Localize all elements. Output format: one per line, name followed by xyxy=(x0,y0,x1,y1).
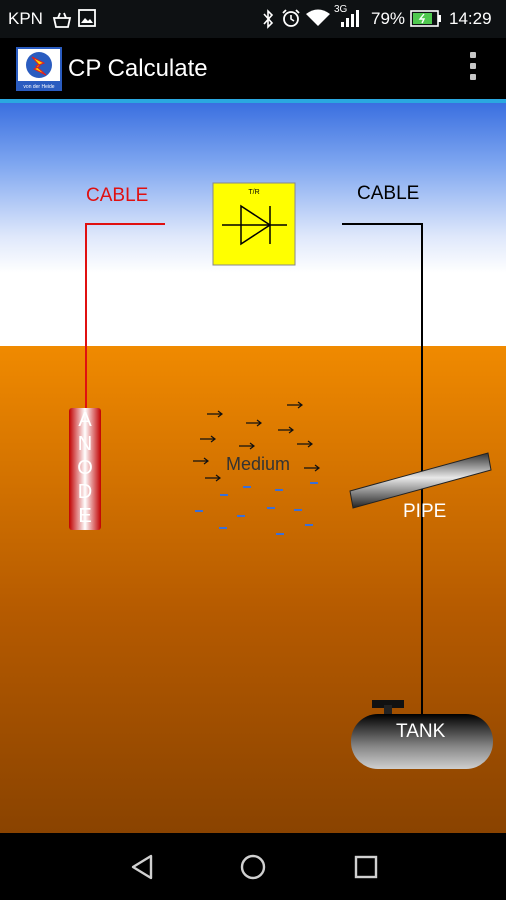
navigation-bar xyxy=(0,833,506,900)
anode-label: ANODE xyxy=(77,409,93,527)
electron-dashes xyxy=(195,482,318,535)
wifi-icon xyxy=(306,9,330,26)
logo-caption: von der Heide xyxy=(23,84,54,90)
signal-icon xyxy=(341,10,359,27)
back-icon[interactable] xyxy=(122,847,162,887)
recents-icon[interactable] xyxy=(346,847,386,887)
app-bar: von der Heide CP Calculate xyxy=(0,38,506,99)
pipe-label: PIPE xyxy=(403,501,447,522)
dot-icon xyxy=(470,63,476,69)
cable-right-label: CABLE xyxy=(357,183,420,204)
medium-label: Medium xyxy=(226,454,291,474)
diagram-canvas: T/R xyxy=(69,182,493,769)
status-bar: KPN 3G 79% 14:29 xyxy=(0,0,506,38)
home-icon[interactable] xyxy=(233,847,273,887)
app-logo-icon: von der Heide xyxy=(16,47,62,91)
left-cable xyxy=(85,223,165,408)
carrier-label: KPN xyxy=(8,9,43,28)
overflow-menu-button[interactable] xyxy=(468,52,478,86)
image-icon xyxy=(78,9,96,27)
alarm-icon xyxy=(282,9,300,27)
dot-icon xyxy=(470,74,476,80)
cp-diagram: T/R xyxy=(0,103,506,833)
battery-percent: 79% xyxy=(371,9,406,28)
tank[interactable] xyxy=(351,700,493,769)
shopping-bag-icon xyxy=(52,12,72,28)
app-bar-divider xyxy=(0,99,506,103)
cable-left-label: CABLE xyxy=(86,185,149,206)
network-type-label: 3G xyxy=(334,4,348,15)
rectifier-label: T/R xyxy=(248,189,259,196)
right-cable xyxy=(342,223,423,715)
anode[interactable] xyxy=(69,408,101,530)
battery-icon xyxy=(410,10,441,27)
pipe[interactable] xyxy=(349,452,492,509)
dot-icon xyxy=(470,52,476,58)
clock-time: 14:29 xyxy=(449,9,492,28)
tank-label: TANK xyxy=(396,721,446,742)
rectifier-box[interactable]: T/R xyxy=(212,182,296,266)
bluetooth-icon xyxy=(263,9,274,29)
page-title: CP Calculate xyxy=(68,55,208,82)
current-arrows xyxy=(193,401,320,482)
